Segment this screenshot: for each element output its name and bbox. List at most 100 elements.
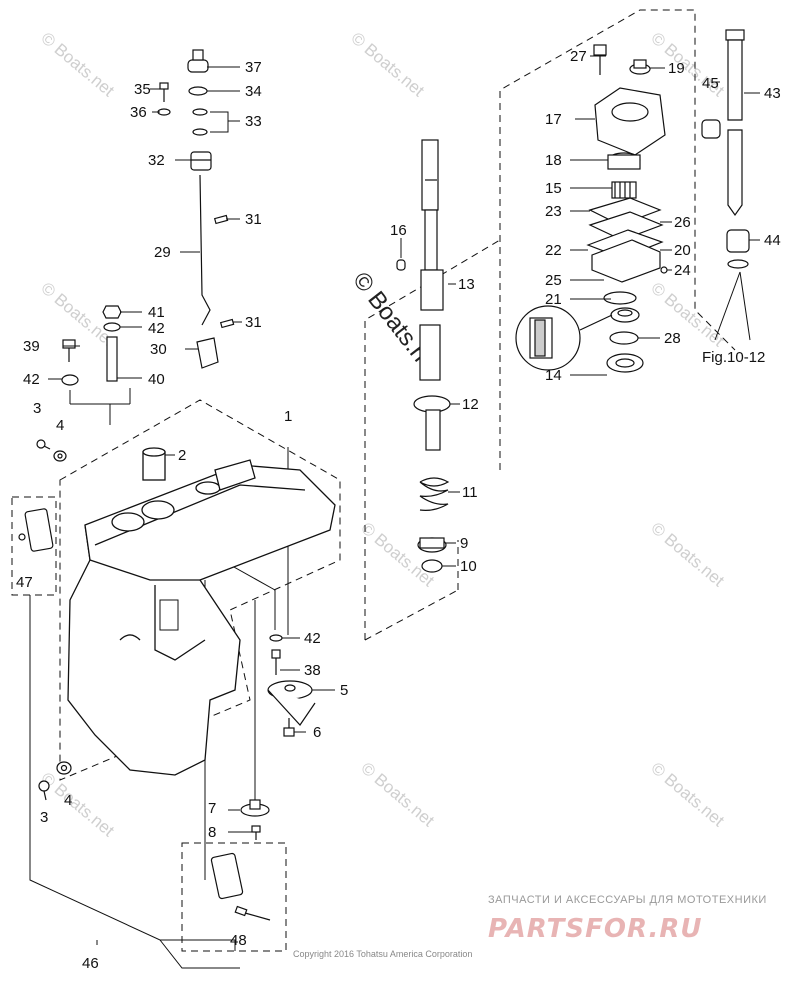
grommet-32[interactable] [190, 151, 212, 171]
driveshaft-group-outline-lower [364, 239, 501, 640]
callout-14: 14 [545, 367, 562, 384]
ad-tagline: ЗАПЧАСТИ И АКСЕССУАРЫ ДЛЯ МОТОТЕХНИКИ [488, 894, 767, 906]
callout-18: 18 [545, 152, 562, 169]
callout-44: 44 [764, 232, 781, 249]
callout-42-lower: 42 [304, 630, 321, 647]
screw-8[interactable] [251, 825, 261, 840]
callout-36: 36 [130, 104, 147, 121]
stud-40[interactable] [106, 336, 118, 382]
washer-42-left[interactable] [61, 374, 79, 386]
callout-42-stud: 42 [148, 320, 165, 337]
insert-18[interactable] [607, 152, 641, 170]
callout-46: 46 [82, 955, 99, 972]
copyright-text: Copyright 2016 Tohatsu America Corporati… [293, 949, 472, 959]
bolt-38[interactable] [271, 649, 281, 675]
bolt-27[interactable] [593, 44, 607, 75]
cartridge-20[interactable] [591, 239, 661, 283]
o-ring-28[interactable] [609, 331, 639, 345]
callout-35: 35 [134, 81, 151, 98]
watermark: © Boats.net [37, 769, 118, 841]
callout-7: 7 [208, 800, 216, 817]
lower-unit-housing[interactable] [67, 459, 336, 776]
callout-4-lower: 4 [64, 792, 72, 809]
water-tube-43[interactable] [725, 29, 745, 217]
liner-26[interactable] [588, 211, 664, 241]
watermark: © Boats.net [647, 519, 728, 591]
callout-17: 17 [545, 111, 562, 128]
callout-39: 39 [23, 338, 40, 355]
bolt-3-lower[interactable] [38, 780, 50, 801]
callout-22: 22 [545, 242, 562, 259]
pump-housing-17[interactable] [594, 87, 666, 156]
callout-3-lower: 3 [40, 809, 48, 826]
o-ring-25[interactable] [603, 291, 637, 305]
callout-3-upper: 3 [33, 400, 41, 417]
bolt-3-upper[interactable] [36, 439, 51, 450]
shaft-lower-end[interactable] [419, 324, 441, 381]
driveshaft-group-outline [499, 9, 736, 470]
screw-35[interactable] [159, 82, 169, 102]
washer-42-right[interactable] [103, 322, 121, 332]
shift-rod-29[interactable] [199, 174, 211, 326]
shift-cam-30[interactable] [196, 337, 219, 369]
callout-33: 33 [245, 113, 262, 130]
callout-labels: 1 2 3 3 4 4 5 6 7 8 9 10 11 12 13 14 15 … [16, 48, 781, 972]
grommet-45[interactable] [701, 119, 721, 139]
callout-30: 30 [150, 341, 167, 358]
bearing-14[interactable] [606, 353, 644, 373]
callout-20: 20 [674, 242, 691, 259]
drive-shaft-13[interactable] [420, 139, 444, 311]
callout-12: 12 [462, 396, 479, 413]
anode-48[interactable] [210, 852, 271, 921]
callout-26: 26 [674, 214, 691, 231]
oil-seal-21[interactable] [610, 307, 640, 323]
callout-31-upper: 31 [245, 211, 262, 228]
bolt-39[interactable] [62, 339, 76, 362]
washer-4-lower[interactable] [56, 761, 72, 775]
figure-reference: Fig.10-12 [702, 349, 765, 366]
anode-47[interactable] [18, 508, 54, 552]
washer-34[interactable] [188, 86, 208, 96]
o-ring-33[interactable] [192, 108, 208, 136]
callout-11: 11 [462, 484, 478, 501]
grommet-7[interactable] [240, 799, 270, 817]
washer-42-lower[interactable] [269, 634, 283, 642]
sleeve-2[interactable] [142, 447, 166, 481]
cap-37[interactable] [187, 49, 209, 73]
callout-42-left: 42 [23, 371, 40, 388]
bushing-12[interactable] [413, 395, 451, 451]
washer-4-upper[interactable] [53, 450, 67, 462]
grommet-44[interactable] [726, 229, 750, 269]
nut-41[interactable] [102, 305, 122, 319]
callout-31-lower: 31 [245, 314, 262, 331]
watermark: © Boats.net [347, 29, 428, 101]
pin-16[interactable] [396, 259, 406, 271]
bolt-6[interactable] [283, 718, 295, 737]
pin-31-lower[interactable] [219, 318, 235, 329]
seal-detail-inset [515, 305, 613, 371]
watermark: © Boats.net [37, 29, 118, 101]
callout-5: 5 [340, 682, 348, 699]
impeller-15[interactable] [611, 181, 637, 199]
pin-31-upper[interactable] [213, 214, 229, 225]
callout-13: 13 [458, 276, 475, 293]
nut-10[interactable] [421, 559, 443, 573]
callout-29: 29 [154, 244, 171, 261]
callout-27: 27 [570, 48, 587, 65]
gear-9[interactable] [417, 537, 447, 553]
callout-16: 16 [390, 222, 407, 239]
grommet-19[interactable] [629, 59, 651, 75]
trim-tab-5[interactable] [267, 680, 316, 726]
ad-logo: PARTSFOR.RU [488, 914, 702, 944]
callout-40: 40 [148, 371, 165, 388]
callout-8: 8 [208, 824, 216, 841]
anode-box-47 [11, 496, 57, 596]
spring-11[interactable] [419, 477, 450, 511]
callout-15: 15 [545, 180, 562, 197]
callout-38: 38 [304, 662, 321, 679]
housing-group-outline [59, 399, 341, 781]
pin-24[interactable] [660, 266, 668, 274]
footer: Copyright 2016 Tohatsu America Corporati… [293, 894, 767, 959]
callout-10: 10 [460, 558, 477, 575]
watermark: © Boats.net [357, 759, 438, 831]
